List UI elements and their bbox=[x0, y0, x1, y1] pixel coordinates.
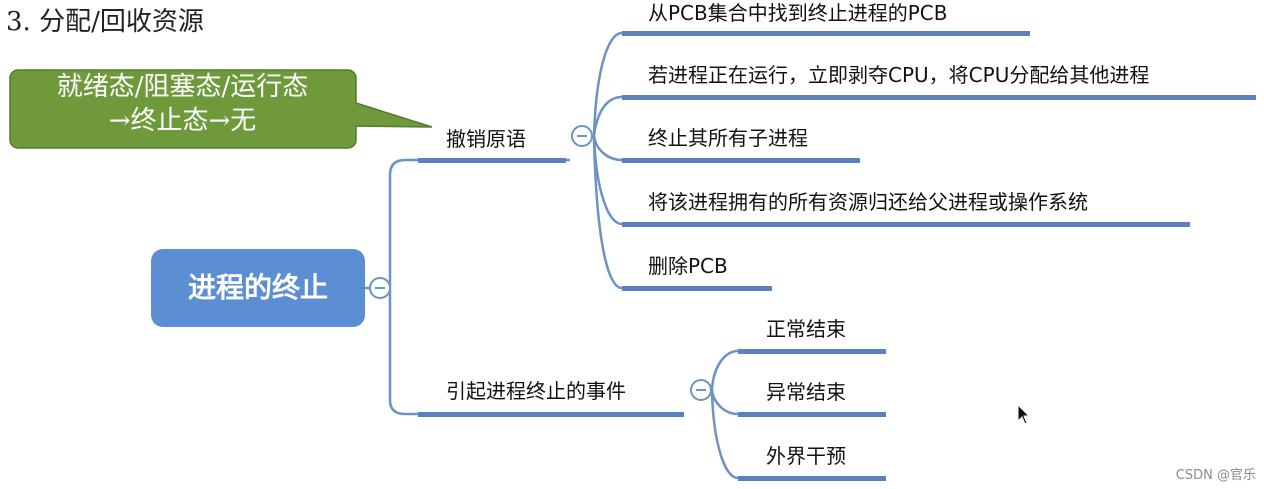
b1-child4-underline bbox=[622, 222, 1190, 227]
watermark: CSDN @官乐 bbox=[1175, 468, 1256, 483]
mouse-cursor-icon bbox=[1017, 404, 1031, 425]
b1-child-4[interactable]: 将该进程拥有的所有资源归还给父进程或操作系统 bbox=[648, 190, 1088, 214]
slide-title: 3. 分配/回收资源 bbox=[6, 7, 204, 37]
callout-line-1: 就绪态/阻塞态/运行态 bbox=[56, 72, 309, 102]
b1-child1-link bbox=[592, 31, 623, 137]
b1-child-3[interactable]: 终止其所有子进程 bbox=[648, 126, 808, 150]
callout-line-2: →终止态→无 bbox=[108, 106, 257, 136]
b1-child-2[interactable]: 若进程正在运行，立即剥夺CPU，将CPU分配给其他进程 bbox=[648, 63, 1150, 87]
branch2-link bbox=[388, 288, 418, 416]
b2-child2-underline bbox=[738, 412, 886, 417]
b2-child3-link bbox=[710, 389, 739, 480]
b2-child-2[interactable]: 异常结束 bbox=[766, 380, 846, 404]
b1-child5-link bbox=[592, 135, 623, 290]
b2-child1-link bbox=[710, 349, 739, 391]
b1-child2-link bbox=[592, 95, 623, 137]
branch2-underline bbox=[418, 412, 684, 417]
callout-text: 就绪态/阻塞态/运行态 →终止态→无 bbox=[10, 70, 355, 138]
root-node[interactable]: 进程的终止 bbox=[151, 249, 365, 327]
b1-child5-underline bbox=[622, 286, 772, 291]
branch1-underline bbox=[418, 158, 566, 163]
branch2-collapse-toggle[interactable] bbox=[690, 379, 712, 401]
branch1-collapse-toggle[interactable] bbox=[571, 125, 593, 147]
branch1-link bbox=[388, 158, 418, 288]
b2-child2-link bbox=[710, 389, 739, 416]
b1-child-5[interactable]: 删除PCB bbox=[648, 254, 728, 278]
b2-child3-underline bbox=[738, 476, 886, 481]
callout-bubble bbox=[9, 69, 433, 149]
root-collapse-toggle[interactable] bbox=[369, 277, 391, 299]
b1-child3-underline bbox=[622, 158, 860, 163]
b1-child2-underline bbox=[622, 95, 1256, 100]
b1-child1-underline bbox=[622, 31, 1030, 36]
b1-child3-link bbox=[592, 135, 623, 162]
b1-child-1[interactable]: 从PCB集合中找到终止进程的PCB bbox=[648, 1, 948, 25]
b2-child-1[interactable]: 正常结束 bbox=[766, 317, 846, 341]
branch2-label[interactable]: 引起进程终止的事件 bbox=[446, 379, 626, 403]
b2-child-3[interactable]: 外界干预 bbox=[766, 444, 846, 468]
b2-child1-underline bbox=[738, 349, 886, 354]
branch1-label[interactable]: 撤销原语 bbox=[446, 127, 526, 151]
